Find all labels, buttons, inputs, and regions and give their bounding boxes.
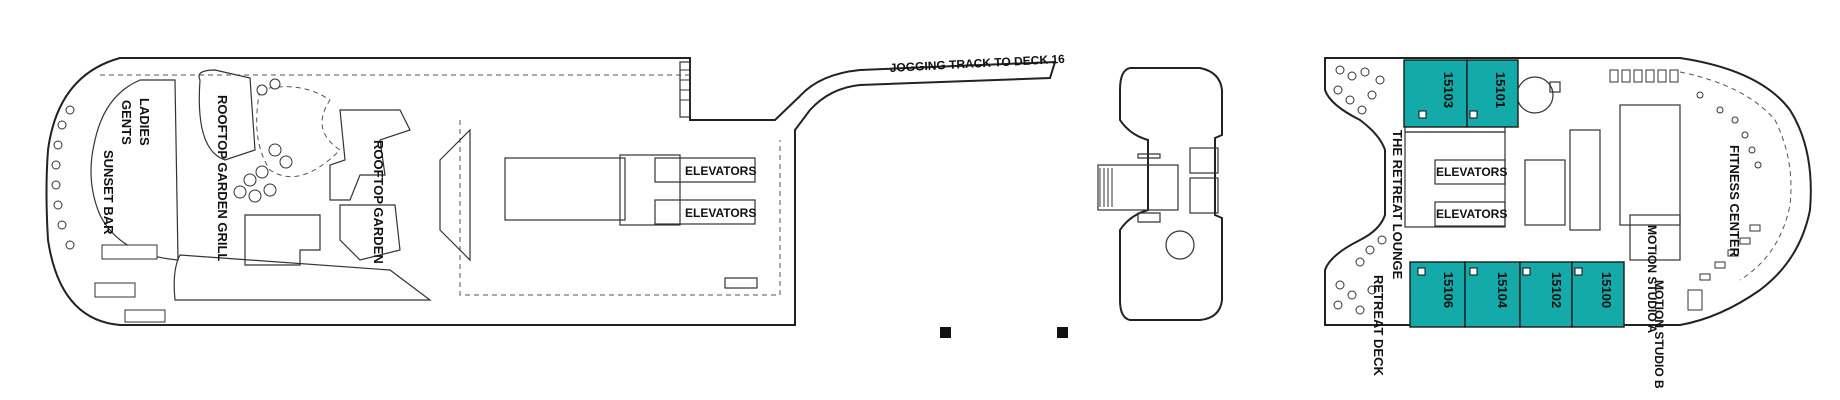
retreat-lounge-label: THE RETREAT LOUNGE bbox=[1390, 130, 1405, 280]
motion-studio-a-label: MOTION STUDIO A bbox=[1645, 225, 1659, 334]
aft-hull bbox=[45, 57, 1057, 326]
aft-elevator-block bbox=[439, 128, 758, 289]
elevators-label: ELEVATORS bbox=[1436, 165, 1507, 179]
retreat-lounge-furniture bbox=[1333, 65, 1387, 315]
rooftop-garden-planters bbox=[198, 69, 411, 266]
sunset-bar-label: SUNSET BAR bbox=[101, 150, 116, 235]
sunset-bar-seating bbox=[51, 105, 166, 323]
cabin-number: 15104 bbox=[1495, 272, 1510, 309]
square-marker-icon bbox=[1057, 327, 1068, 338]
mid-structure bbox=[1097, 67, 1223, 321]
stairs-aft-top bbox=[679, 61, 691, 118]
ladies-label: LADIES bbox=[137, 98, 152, 146]
cabin-number: 15100 bbox=[1599, 272, 1614, 308]
elevators-label: ELEVATORS bbox=[685, 206, 756, 220]
rooftop-garden-label: ROOFTOP GARDEN bbox=[371, 140, 386, 264]
gents-label: GENTS bbox=[119, 100, 134, 145]
retreat-deck-label: RETREAT DECK bbox=[1371, 275, 1386, 376]
elevators-label: ELEVATORS bbox=[685, 164, 756, 178]
rooftop-garden-grill-label: ROOFTOP GARDEN GRILL bbox=[215, 95, 230, 261]
fitness-center-label: FITNESS CENTER bbox=[1727, 145, 1742, 258]
mid-stairs bbox=[1099, 168, 1113, 207]
elevators-label: ELEVATORS bbox=[1436, 207, 1507, 221]
fitness-equipment bbox=[1609, 69, 1762, 311]
cabin-15103[interactable] bbox=[1403, 59, 1468, 128]
cabin-number: 15103 bbox=[1441, 72, 1456, 108]
motion-studio-b-label: MOTION STUDIO B bbox=[1652, 280, 1666, 389]
cabin-number: 15102 bbox=[1549, 272, 1564, 308]
cabin-number: 15106 bbox=[1441, 272, 1456, 308]
square-marker-icon bbox=[940, 327, 951, 338]
cabins bbox=[1403, 59, 1625, 328]
cabin-number: 15101 bbox=[1493, 72, 1508, 108]
